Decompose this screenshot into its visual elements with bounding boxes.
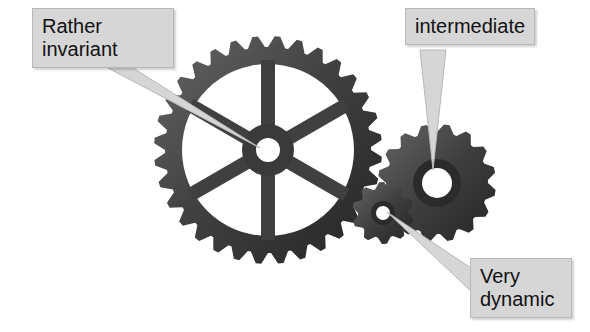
- callout-pointer: [104, 66, 260, 148]
- callout-box: Very dynamic: [470, 258, 572, 318]
- gear-spokes: [190, 60, 346, 240]
- gear-hole: [422, 168, 452, 198]
- callout-pointer: [420, 50, 446, 170]
- gear-hub: [413, 159, 461, 207]
- callout-text: Very dynamic: [480, 265, 562, 311]
- callout-text: intermediate: [415, 15, 525, 38]
- large-gear: [154, 36, 382, 264]
- callout-pointer: [387, 212, 474, 294]
- callout-box: intermediate: [405, 8, 535, 45]
- gear-hole: [256, 138, 280, 162]
- small-gear: [353, 182, 414, 244]
- gear-hub: [371, 201, 395, 225]
- callout-box: Rather invariant: [32, 8, 174, 68]
- callout-text: Rather invariant: [42, 15, 164, 61]
- gear-hub: [242, 124, 294, 176]
